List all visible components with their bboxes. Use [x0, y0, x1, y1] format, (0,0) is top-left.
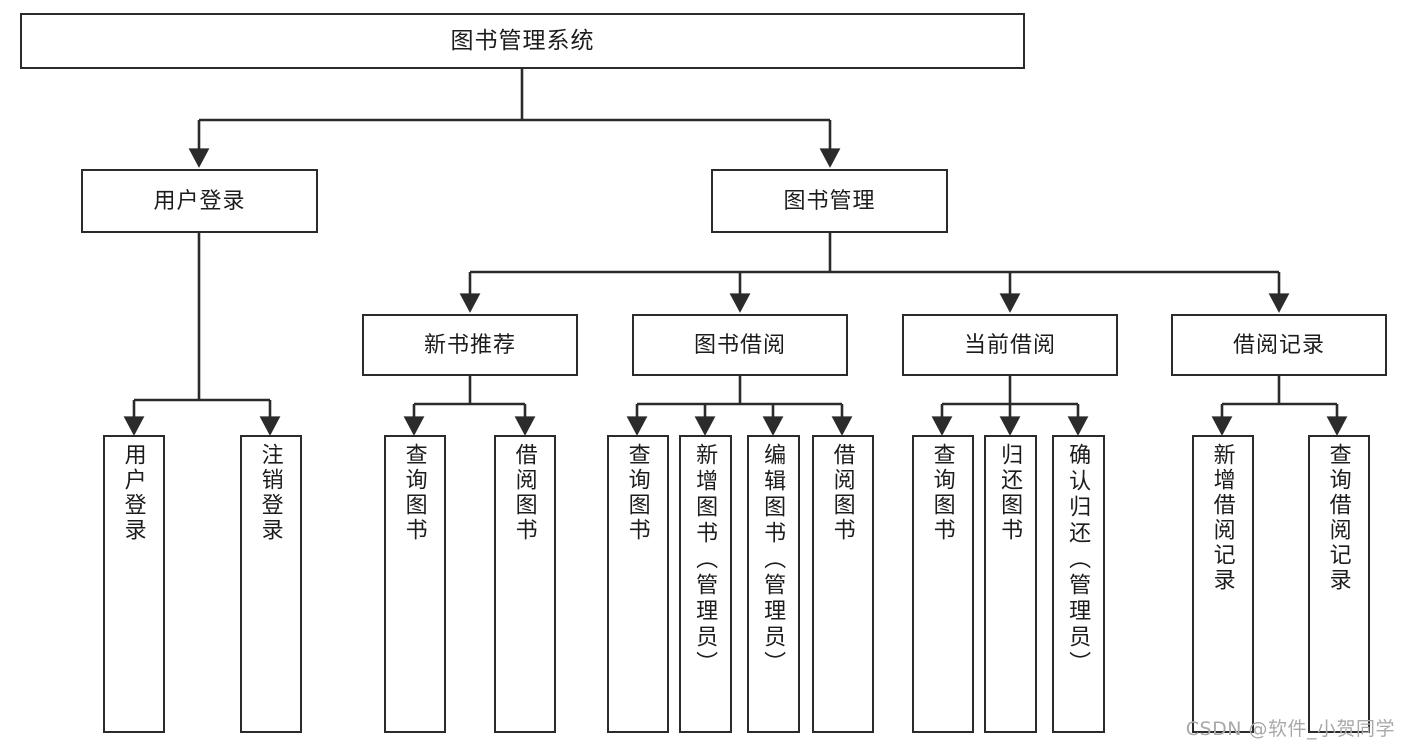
node-book-management[interactable]: 图书管理 [711, 169, 948, 233]
node-label: 查询图书 [930, 443, 956, 543]
node-current-borrow[interactable]: 当前借阅 [902, 314, 1118, 376]
node-label: 图书管理系统 [450, 27, 595, 54]
leaf-new-book-borrow[interactable]: 借阅图书 [494, 435, 556, 733]
node-label: 编辑图书（管理员） [761, 443, 787, 677]
node-user-login[interactable]: 用户登录 [81, 169, 318, 233]
leaf-borrow-edit-book-admin[interactable]: 编辑图书（管理员） [747, 435, 800, 733]
node-root-system[interactable]: 图书管理系统 [20, 13, 1025, 69]
node-label: 新书推荐 [423, 331, 516, 357]
node-label: 新增借阅记录 [1210, 443, 1236, 593]
node-label: 用户登录 [121, 443, 147, 543]
node-label: 借阅图书 [512, 443, 538, 543]
node-label: 查询借阅记录 [1326, 443, 1352, 593]
node-label: 图书借阅 [693, 331, 786, 357]
leaf-new-book-query[interactable]: 查询图书 [384, 435, 446, 733]
node-new-book-recommend[interactable]: 新书推荐 [362, 314, 578, 376]
leaf-borrow-borrow-book[interactable]: 借阅图书 [812, 435, 874, 733]
leaf-records-query-record[interactable]: 查询借阅记录 [1308, 435, 1370, 733]
node-label: 当前借阅 [963, 331, 1056, 357]
leaf-user-login-signin[interactable]: 用户登录 [103, 435, 165, 733]
node-label: 借阅记录 [1232, 331, 1325, 357]
node-borrow-records[interactable]: 借阅记录 [1171, 314, 1387, 376]
node-label: 借阅图书 [830, 443, 856, 543]
node-label: 归还图书 [998, 443, 1024, 543]
leaf-current-return-book[interactable]: 归还图书 [984, 435, 1037, 733]
leaf-current-confirm-return-admin[interactable]: 确认归还（管理员） [1052, 435, 1105, 733]
node-label: 图书管理 [783, 187, 876, 213]
node-book-borrow[interactable]: 图书借阅 [632, 314, 848, 376]
node-label: 确认归还（管理员） [1066, 443, 1092, 677]
node-label: 查询图书 [402, 443, 428, 543]
leaf-records-add-record[interactable]: 新增借阅记录 [1192, 435, 1254, 733]
node-label: 注销登录 [258, 443, 284, 543]
leaf-user-login-signout[interactable]: 注销登录 [240, 435, 302, 733]
node-label: 新增图书（管理员） [693, 443, 719, 677]
leaf-borrow-query-book[interactable]: 查询图书 [607, 435, 669, 733]
node-label: 查询图书 [625, 443, 651, 543]
node-label: 用户登录 [153, 187, 246, 213]
leaf-borrow-add-book-admin[interactable]: 新增图书（管理员） [679, 435, 732, 733]
leaf-current-query-book[interactable]: 查询图书 [912, 435, 974, 733]
watermark-credit: CSDN @软件_小贺同学 [1185, 718, 1395, 740]
